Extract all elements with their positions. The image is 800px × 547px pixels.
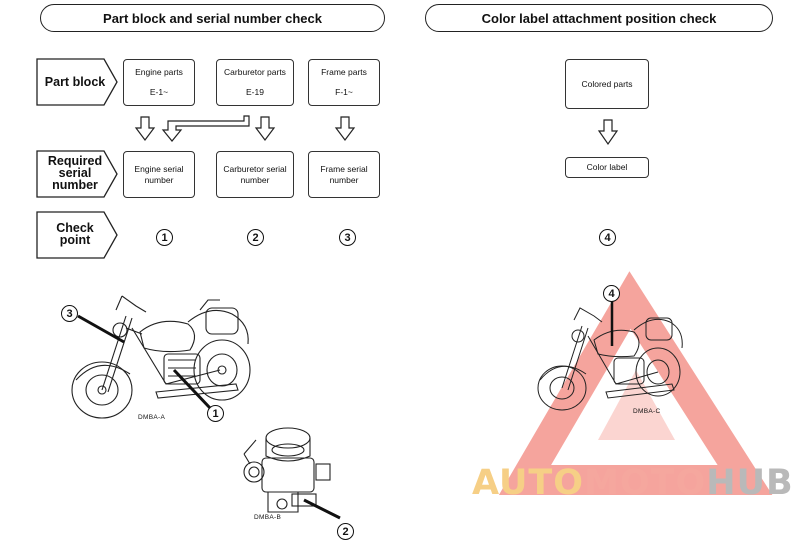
- row-label-required-line2: serial: [58, 166, 92, 180]
- frame-serial-box: Frame serial number: [308, 151, 380, 198]
- carburetor-serial-line1: Carburetor serial: [223, 163, 287, 174]
- row-label-check-line2: point: [59, 233, 91, 247]
- check-point-4: 4: [599, 229, 616, 246]
- motorcycle-illustration-right: [537, 307, 683, 411]
- callout-carb-2: 2: [337, 523, 354, 540]
- right-section-header: Color label attachment position check: [425, 4, 773, 32]
- carburetor-parts-code: E-19: [246, 87, 264, 97]
- frame-serial-line2: number: [329, 174, 359, 185]
- check-point-3: 3: [339, 229, 356, 246]
- left-section-header: Part block and serial number check: [40, 4, 385, 32]
- row-label-check-line1: Check: [56, 221, 94, 235]
- row-label-required-serial: Required serial number: [38, 154, 112, 192]
- carburetor-serial-line2: number: [240, 174, 270, 185]
- engine-serial-line1: Engine serial: [134, 163, 184, 174]
- engine-serial-line2: number: [144, 174, 174, 185]
- callout-engine-1: 1: [207, 405, 224, 422]
- carb-code: DMBA-B: [254, 514, 282, 521]
- colored-parts-box: Colored parts: [565, 59, 649, 109]
- carburetor-parts-label: Carburetor parts: [224, 67, 286, 77]
- watermark-hub: HUB: [706, 463, 794, 503]
- bike-code-right: DMBA-C: [633, 408, 661, 415]
- callout-color-label-4: 4: [603, 285, 620, 302]
- carburetor-serial-box: Carburetor serial number: [216, 151, 294, 198]
- watermark-moto: MOTO: [584, 463, 707, 503]
- watermark-logo: AUTOMOTOHUB: [472, 463, 794, 503]
- motorcycle-illustration-left: [71, 295, 251, 419]
- row-label-check-point: Check point: [38, 221, 112, 247]
- carburetor-parts-box: Carburetor parts E-19: [216, 59, 294, 106]
- color-label-box: Color label: [565, 157, 649, 178]
- frame-parts-box: Frame parts F-1~: [308, 59, 380, 106]
- check-point-1: 1: [156, 229, 173, 246]
- carburetor-illustration: [243, 427, 341, 520]
- watermark-auto: AUTO: [472, 463, 585, 503]
- flow-arrow-right: [597, 119, 619, 146]
- engine-parts-label: Engine parts: [135, 67, 183, 77]
- engine-parts-box: Engine parts E-1~: [123, 59, 195, 106]
- row-label-required-line1: Required: [47, 154, 103, 168]
- row-label-part-block: Part block: [44, 75, 106, 89]
- right-callout-leader: [610, 300, 614, 346]
- check-point-2: 2: [247, 229, 264, 246]
- callout-frame-3: 3: [61, 305, 78, 322]
- frame-parts-code: F-1~: [335, 87, 353, 97]
- bike-code-left: DMBA-A: [138, 414, 166, 421]
- flow-arrows-left: [134, 115, 356, 142]
- row-label-required-line3: number: [52, 178, 98, 192]
- frame-serial-line1: Frame serial: [320, 163, 368, 174]
- engine-parts-code: E-1~: [149, 87, 169, 97]
- engine-serial-box: Engine serial number: [123, 151, 195, 198]
- row-label-shapes: [36, 58, 118, 259]
- frame-parts-label: Frame parts: [321, 67, 367, 77]
